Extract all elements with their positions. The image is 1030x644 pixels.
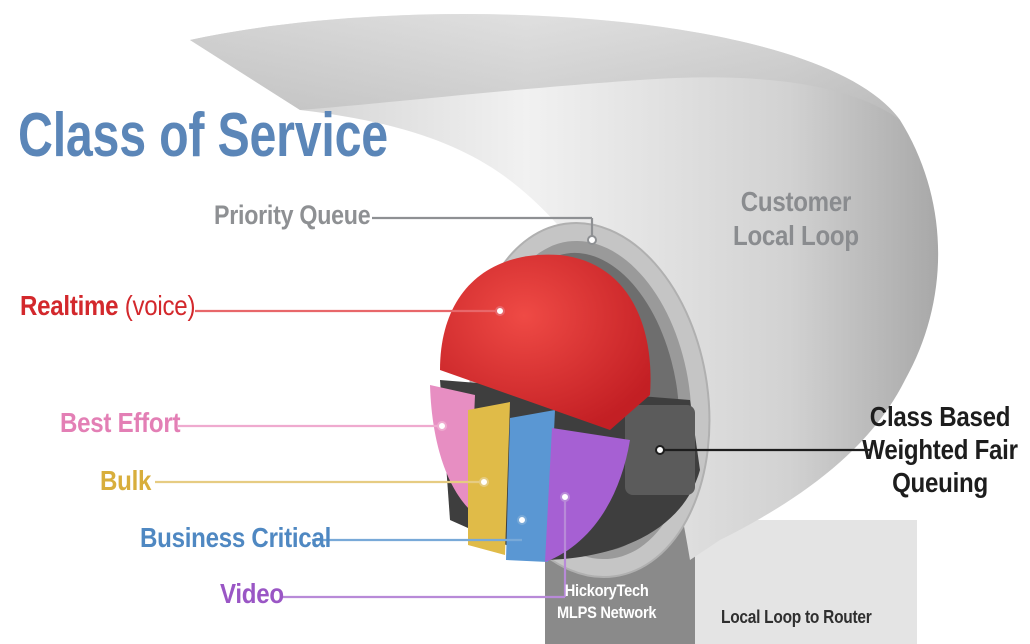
- priority-queue-label: Priority Queue: [214, 200, 371, 230]
- bulk-bar: [468, 402, 510, 555]
- cbwfq-label-line2: Weighted Fair: [862, 434, 1019, 465]
- cable-tube-top: [190, 14, 900, 121]
- cbwfq-dot: [655, 445, 665, 455]
- customer-label-line1: Customer: [740, 186, 852, 217]
- mlps-label-line2: MLPS Network: [557, 603, 657, 622]
- video-bar: [545, 428, 630, 562]
- realtime-label-suffix: (voice): [124, 290, 196, 321]
- bulk-label: Bulk: [100, 465, 152, 496]
- best-effort-dot: [437, 421, 447, 431]
- mlps-network-label: HickoryTech MLPS Network: [557, 580, 657, 624]
- realtime-label: Realtime (voice): [20, 290, 195, 322]
- mlps-label-line1: HickoryTech: [564, 581, 649, 600]
- business-critical-bar: [506, 410, 555, 562]
- best-effort-bar: [430, 385, 475, 510]
- cable-tube: [190, 14, 939, 560]
- business-critical-label: Business Critical: [140, 522, 332, 553]
- local-loop-band: [695, 520, 917, 644]
- bulk-dot: [479, 477, 489, 487]
- local-loop-to-router-label: Local Loop to Router: [721, 607, 872, 627]
- realtime-half-disc: [440, 254, 651, 430]
- cbwfq-label-line3: Queuing: [892, 467, 989, 498]
- customer-local-loop-label: Customer Local Loop: [733, 185, 859, 253]
- video-dot: [560, 492, 570, 502]
- realtime-dot: [495, 306, 505, 316]
- video-label: Video: [220, 578, 284, 609]
- business-critical-dot: [517, 515, 527, 525]
- cbwfq-label: Class Based Weighted Fair Queuing: [862, 400, 1019, 499]
- customer-label-line2: Local Loop: [733, 220, 859, 251]
- page-title: Class of Service: [18, 101, 388, 170]
- best-effort-label: Best Effort: [60, 407, 181, 438]
- cbwfq-label-line1: Class Based: [870, 401, 1011, 432]
- realtime-label-main: Realtime: [20, 290, 119, 321]
- priority-queue-dot: [587, 235, 597, 245]
